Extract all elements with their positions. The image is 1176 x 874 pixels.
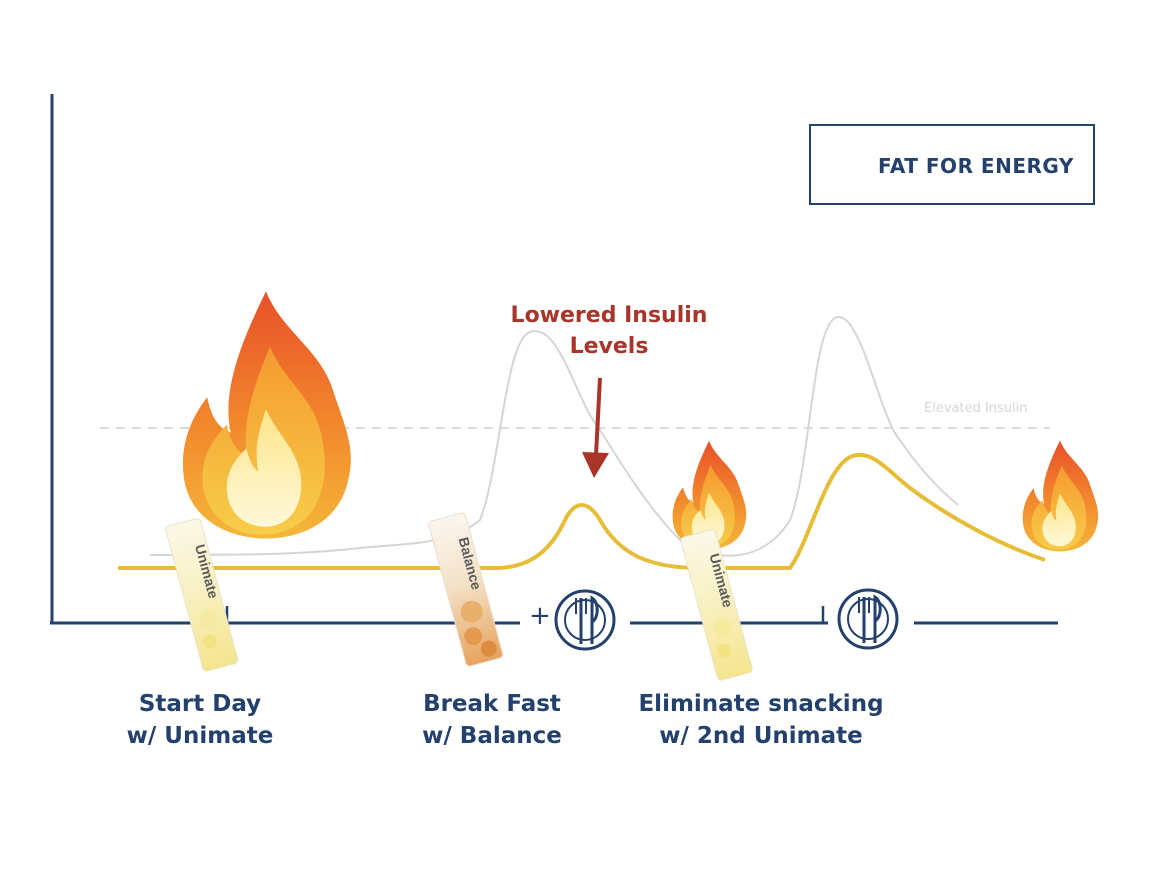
plate-icon [837,588,899,650]
step-label-line-2: w/ Unimate [126,723,274,749]
legend-label: FAT FOR ENERGY [878,154,1074,178]
step-label-eliminate-snacking: Eliminate snacking w/ 2nd Unimate [630,688,892,752]
unimate-stick-2: Unimate [680,529,753,681]
lowered-insulin-callout: Lowered Insulin Levels [488,300,730,362]
large-flame-icon [182,291,351,539]
plate-icon [554,589,616,651]
callout-line-2: Levels [569,334,649,359]
step-label-line-1: Break Fast [423,691,561,717]
callout-line-1: Lowered Insulin [510,303,708,328]
step-label-line-1: Start Day [138,691,262,717]
step-label-start-day: Start Day w/ Unimate [100,688,300,752]
plus-sign: + [529,601,551,631]
right-flame-icon [1022,440,1099,552]
step-label-line-1: Eliminate snacking [638,691,884,717]
step-label-line-2: w/ Balance [422,723,562,749]
step-label-break-fast: Break Fast w/ Balance [392,688,592,752]
legend-box: FAT FOR ENERGY [809,124,1095,205]
step-label-line-2: w/ 2nd Unimate [659,723,863,749]
balance-stick: Balance [428,512,504,667]
callout-arrow [582,377,609,478]
elevated-insulin-label: Elevated Insulin [924,401,1028,416]
elevated-insulin-curve [149,316,959,557]
unimate-stick-1: Unimate [165,518,239,672]
lowered-insulin-curve [118,452,1046,570]
